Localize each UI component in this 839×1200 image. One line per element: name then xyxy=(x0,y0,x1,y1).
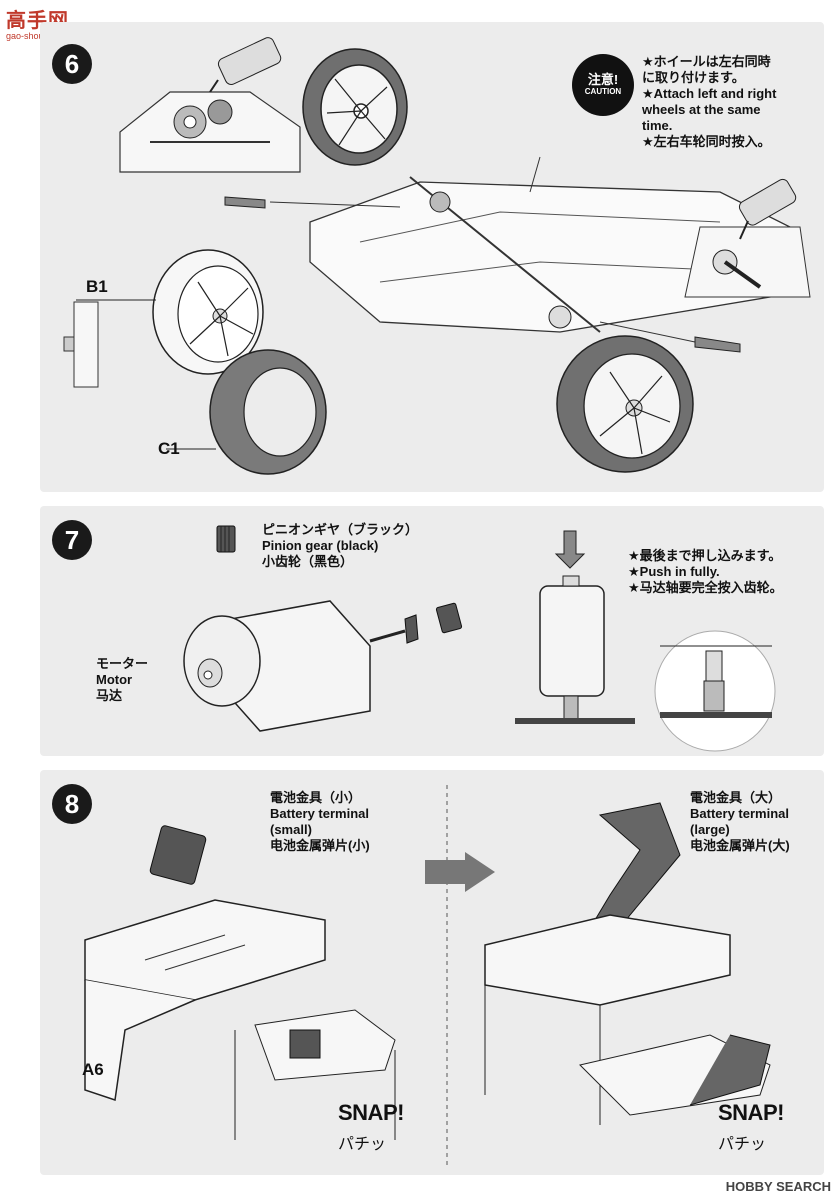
caution-subtitle: CAUTION xyxy=(584,87,622,96)
part-label-c1: C1 xyxy=(158,439,180,458)
note-line: ★Push in fully. xyxy=(628,564,720,579)
pinion-label-ja: ピニオンギヤ（ブラック） xyxy=(262,522,419,537)
step-8-panel: 8 電池金具（小） Battery terminal (small) 电池金属弹… xyxy=(40,770,824,1175)
small-terminal-label-zh: 电池金属弹片(小) xyxy=(270,838,370,853)
motor-label-zh: 马达 xyxy=(96,688,123,703)
site-logo-sub: gao-shou.com xyxy=(6,31,64,41)
step-8-number: 8 xyxy=(52,784,92,824)
pinion-gear-icon xyxy=(216,525,236,553)
axle-glue-inset-illustration xyxy=(684,178,811,298)
motor-label-en: Motor xyxy=(96,672,133,687)
pinion-label-zh: 小齿轮（黑色） xyxy=(262,554,354,569)
note-line: ★Attach left and right xyxy=(642,86,777,101)
motor-label-ja: モーター xyxy=(96,656,149,671)
divider-line xyxy=(446,785,448,1165)
large-terminal-labels: 電池金具（大） Battery terminal (large) 电池金属弹片(… xyxy=(690,790,790,854)
caution-badge: 注意! CAUTION xyxy=(572,54,634,116)
snap-left-label: SNAP! xyxy=(338,1100,404,1125)
motor-illustration xyxy=(183,600,419,732)
arrow-right-icon xyxy=(425,852,495,892)
large-terminal-label-ja: 電池金具（大） xyxy=(690,790,782,805)
battery-holder-small-terminal-illustration xyxy=(84,825,396,1140)
step-6-number: 6 xyxy=(52,44,92,84)
chassis-illustration xyxy=(224,156,801,353)
large-terminal-label-en2: (large) xyxy=(690,822,730,837)
small-terminal-label-en: Battery terminal xyxy=(270,806,369,821)
motor-labels: モーター Motor 马达 xyxy=(96,656,148,704)
note-line: に取り付けます。 xyxy=(642,70,745,85)
upper-wheel-illustration xyxy=(302,48,408,166)
note-line: ★最後まで押し込みます。 xyxy=(628,548,782,563)
note-line: ★ホイールは左右同時 xyxy=(642,54,771,69)
note-line: ★马达轴要完全按入齿轮。 xyxy=(628,580,783,595)
push-in-illustration xyxy=(515,530,776,752)
hobby-search-watermark: HOBBY SEARCH xyxy=(725,1179,831,1194)
small-terminal-label-ja: 電池金具（小） xyxy=(270,790,362,805)
pinion-label-en: Pinion gear (black) xyxy=(262,538,379,553)
small-terminal-label-en2: (small) xyxy=(270,822,312,837)
pinion-gear-labels: ピニオンギヤ（ブラック） Pinion gear (black) 小齿轮（黑色） xyxy=(262,522,418,570)
battery-holder-large-terminal-illustration xyxy=(484,802,771,1125)
caution-title: 注意! xyxy=(587,72,619,87)
part-label-a6: A6 xyxy=(82,1060,104,1079)
snap-left-sub: パチッ xyxy=(338,1136,387,1153)
step-6-panel: 6 注意! CAUT xyxy=(40,22,824,492)
left-wheel-tire-illustration xyxy=(63,249,327,475)
snap-right-sub: パチッ xyxy=(718,1136,767,1153)
pinion-gear-part-illustration xyxy=(435,602,463,634)
note-line: ★左右车轮同时按入。 xyxy=(642,134,771,149)
snap-right-label: SNAP! xyxy=(718,1100,784,1125)
note-line: wheels at the same xyxy=(642,102,761,117)
gear-glue-inset-illustration xyxy=(119,37,301,173)
step-6-notes: ★ホイールは左右同時 に取り付けます。 ★Attach left and rig… xyxy=(642,54,776,150)
large-terminal-label-en: Battery terminal xyxy=(690,806,789,821)
lower-wheel-illustration xyxy=(556,335,694,473)
note-line: time. xyxy=(642,118,673,133)
small-terminal-labels: 電池金具（小） Battery terminal (small) 电池金属弹片(… xyxy=(270,790,370,854)
step-7-panel: 7 ピニオンギヤ（ブラック） Pinion gear (black) 小齿轮（黑… xyxy=(40,506,824,756)
part-label-b1: B1 xyxy=(86,277,108,296)
step-7-number: 7 xyxy=(52,520,92,560)
large-terminal-label-zh: 电池金属弹片(大) xyxy=(690,838,790,853)
step-7-notes: ★最後まで押し込みます。 ★Push in fully. ★马达轴要完全按入齿轮… xyxy=(628,548,783,596)
